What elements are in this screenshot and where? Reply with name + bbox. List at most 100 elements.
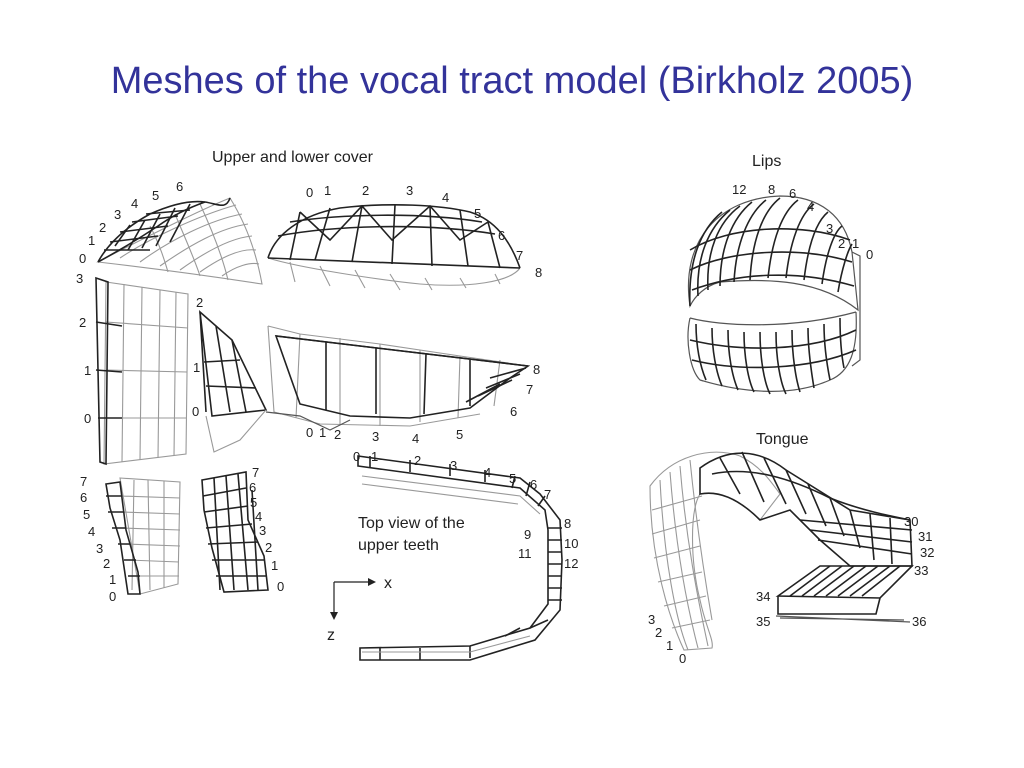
label-tongue-0: 0: [679, 651, 686, 666]
label-mr-0: 0: [306, 425, 313, 440]
mesh-upper-cover-left: [96, 197, 263, 285]
label-lips-1: 1: [852, 236, 859, 251]
labels-upper-cover-right: 0 1 2 3 4 5 6 7 8: [306, 183, 542, 280]
label-ml-1: 1: [84, 363, 91, 378]
label-lips-2: 2: [838, 236, 845, 251]
labels-cover-middle-left: 3 2 1 0: [76, 271, 91, 426]
labels-upper-cover-left: 0 1 2 3 4 5 6: [79, 179, 183, 266]
label-tl-5: 5: [152, 188, 159, 203]
label-ml-2: 2: [79, 315, 86, 330]
label-tongue-31: 31: [918, 529, 932, 544]
axis-x-label: x: [384, 575, 392, 592]
caption-tongue: Tongue: [756, 431, 809, 448]
label-mr-8: 8: [533, 362, 540, 377]
label-tr-6: 6: [498, 228, 505, 243]
label-teeth-7: 7: [544, 487, 551, 502]
mesh-cover-middle-center: [198, 310, 268, 453]
caption-teeth-line2: upper teeth: [358, 537, 439, 554]
label-lips-6: 6: [789, 186, 796, 201]
labels-cover-middle-center: 2 1 0: [192, 295, 203, 419]
label-tr-1: 1: [324, 183, 331, 198]
label-bl-1: 1: [109, 572, 116, 587]
label-tongue-1: 1: [666, 638, 673, 653]
label-teeth-3: 3: [450, 458, 457, 473]
mesh-tongue: [649, 451, 914, 651]
label-teeth-9: 9: [524, 527, 531, 542]
label-bc-0: 0: [277, 579, 284, 594]
caption-upper-lower-cover: Upper and lower cover: [212, 149, 374, 166]
label-bc-2: 2: [265, 540, 272, 555]
label-bl-0: 0: [109, 589, 116, 604]
label-teeth-1: 1: [371, 449, 378, 464]
label-mr-7: 7: [526, 382, 533, 397]
label-mc-0: 0: [192, 404, 199, 419]
label-teeth-10: 10: [564, 536, 578, 551]
label-tl-3: 3: [114, 207, 121, 222]
label-bc-3: 3: [259, 523, 266, 538]
label-tongue-36: 36: [912, 614, 926, 629]
label-tongue-33: 33: [914, 563, 928, 578]
mesh-cover-bottom-center: [201, 471, 269, 593]
axis-glyph: x z: [327, 575, 392, 644]
label-lips-12: 12: [732, 182, 746, 197]
label-teeth-6: 6: [530, 477, 537, 492]
label-mc-1: 1: [193, 360, 200, 375]
label-tr-0: 0: [306, 185, 313, 200]
label-teeth-0: 0: [353, 449, 360, 464]
label-bc-1: 1: [271, 558, 278, 573]
label-tl-6: 6: [176, 179, 183, 194]
label-lips-8: 8: [768, 182, 775, 197]
mesh-cover-middle-left: [95, 276, 189, 466]
label-tl-0: 0: [79, 251, 86, 266]
label-bl-2: 2: [103, 556, 110, 571]
label-teeth-5: 5: [509, 471, 516, 486]
label-tongue-35: 35: [756, 614, 770, 629]
label-tl-2: 2: [99, 220, 106, 235]
caption-lips: Lips: [752, 153, 781, 170]
label-bc-4: 4: [255, 509, 262, 524]
axis-z-label: z: [327, 627, 335, 644]
label-tr-2: 2: [362, 183, 369, 198]
label-tl-4: 4: [131, 196, 138, 211]
label-tr-3: 3: [406, 183, 413, 198]
label-teeth-11: 11: [518, 546, 532, 561]
label-bl-7: 7: [80, 474, 87, 489]
label-tr-7: 7: [516, 248, 523, 263]
labels-lips: 12 8 6 4 3 2 1 0: [732, 182, 873, 262]
mesh-upper-cover-right: [267, 204, 521, 291]
label-teeth-2: 2: [414, 453, 421, 468]
label-teeth-12: 12: [564, 556, 578, 571]
labels-cover-bottom-left: 7 6 5 4 3 2 1 0: [80, 474, 116, 604]
label-bl-3: 3: [96, 541, 103, 556]
label-teeth-4: 4: [484, 465, 491, 480]
mesh-upper-teeth: [357, 455, 563, 661]
label-mr-1: 1: [319, 425, 326, 440]
caption-teeth-line1: Top view of the: [358, 515, 465, 532]
label-lips-4: 4: [807, 199, 814, 214]
label-tr-5: 5: [474, 206, 481, 221]
labels-cover-middle-right: 0 1 2 3 4 5 6 7 8: [306, 362, 540, 446]
label-bl-4: 4: [88, 524, 95, 539]
label-tr-4: 4: [442, 190, 449, 205]
slide-title: Meshes of the vocal tract model (Birkhol…: [110, 60, 914, 102]
label-bc-5: 5: [250, 495, 257, 510]
mesh-lips: [687, 195, 861, 395]
label-teeth-8: 8: [564, 516, 571, 531]
labels-cover-bottom-center: 7 6 5 4 3 2 1 0: [249, 465, 284, 594]
label-bc-6: 6: [249, 480, 256, 495]
label-bl-6: 6: [80, 490, 87, 505]
label-mr-6: 6: [510, 404, 517, 419]
label-tongue-30: 30: [904, 514, 918, 529]
label-mr-3: 3: [372, 429, 379, 444]
label-mr-2: 2: [334, 427, 341, 442]
label-ml-0: 0: [84, 411, 91, 426]
labels-tongue: 30 31 32 33 34 35 36 3 2 1 0: [648, 514, 934, 666]
label-ml-3: 3: [76, 271, 83, 286]
mesh-cover-middle-right: [265, 325, 531, 431]
label-tongue-32: 32: [920, 545, 934, 560]
label-lips-0: 0: [866, 247, 873, 262]
mesh-cover-bottom-left: [105, 477, 181, 595]
label-tl-1: 1: [88, 233, 95, 248]
